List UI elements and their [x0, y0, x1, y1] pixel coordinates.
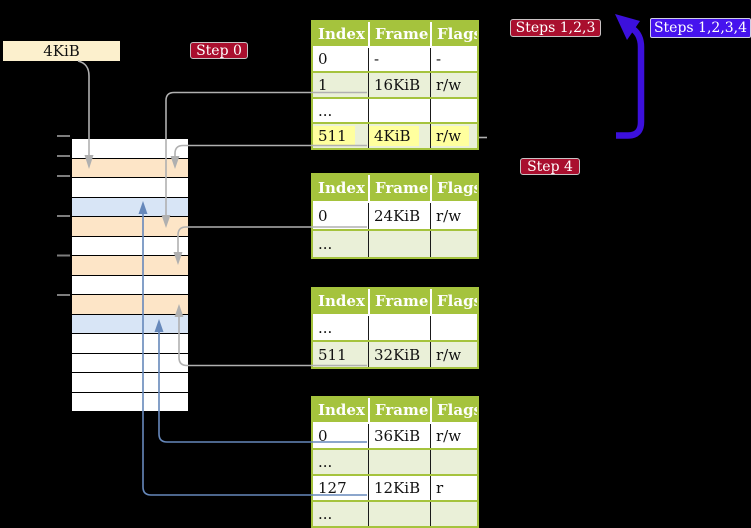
- table-header-cell: Frame: [368, 289, 430, 314]
- steps1234-badge: Steps 1,2,3,4: [650, 18, 751, 38]
- recursive-loop-arrowhead: [615, 14, 640, 40]
- page-table-level2: Index Frame Flags ... 511 32KiB r/w: [311, 287, 479, 369]
- table-cell: r: [430, 476, 477, 500]
- memory-frame-free: [72, 333, 188, 353]
- table-cell: 4KiB: [368, 124, 430, 148]
- memory-frame-free: [72, 177, 188, 197]
- memory-frame-table: [72, 294, 188, 314]
- memory-frame-table: [72, 216, 188, 236]
- table-cell: r/w: [430, 424, 477, 448]
- table-cell: 32KiB: [368, 342, 430, 368]
- table-row: 127 12KiB r: [313, 474, 477, 500]
- table-row: ...: [313, 313, 477, 341]
- memory-frame-page: [72, 196, 188, 216]
- table-cell: [368, 98, 430, 123]
- table-cell: [430, 231, 477, 257]
- highlighted-value: r/w: [431, 126, 470, 147]
- table-header-cell: Frame: [368, 398, 430, 422]
- table-cell: [368, 315, 430, 341]
- table-cell: -: [430, 47, 477, 72]
- table-cell: ...: [318, 453, 333, 471]
- page-table-level4: Index Frame Flags 0 - - 1 16KiB r/w ... …: [311, 20, 479, 150]
- memory-frame-free: [72, 139, 188, 158]
- table-row: ...: [313, 96, 477, 123]
- step0-badge: Step 0: [190, 42, 248, 59]
- table-cell: 0: [318, 427, 328, 445]
- table-cell: 0: [318, 207, 328, 225]
- table-row: 511 32KiB r/w: [313, 340, 477, 368]
- table-cell: 0: [318, 50, 328, 69]
- table-cell: -: [368, 47, 430, 72]
- table-cell: 12KiB: [368, 476, 430, 500]
- table-cell: 511: [313, 124, 368, 148]
- table-row: ...: [313, 500, 477, 526]
- table-cell: ...: [318, 505, 333, 523]
- table-cell: 1: [318, 75, 328, 94]
- table-header-cell: Index: [318, 24, 365, 43]
- highlighted-value: 4KiB: [369, 126, 419, 147]
- page-table-level1: Index Frame Flags 0 36KiB r/w ... 127 12…: [311, 396, 479, 528]
- table-cell: [430, 98, 477, 123]
- table-cell: ...: [318, 235, 333, 253]
- table-header-row: Index Frame Flags: [313, 398, 477, 422]
- table-row-highlighted: 511 4KiB r/w: [313, 122, 477, 148]
- table-cell: r/w: [430, 73, 477, 97]
- memory-frame-table: [72, 255, 188, 275]
- table-cell: [430, 315, 477, 341]
- table-header-cell: Flags: [430, 398, 477, 422]
- frame-size-label: 4KiB: [3, 41, 120, 61]
- table-cell: r/w: [430, 124, 477, 148]
- table-cell: [368, 502, 430, 526]
- table-header-cell: Index: [318, 179, 365, 197]
- memory-frame-free: [72, 274, 188, 294]
- memory-frame-table: [72, 157, 188, 177]
- table-cell: [430, 450, 477, 474]
- page-table-level3: Index Frame Flags 0 24KiB r/w ...: [311, 173, 479, 259]
- table-cell: 36KiB: [368, 424, 430, 448]
- table-cell: [430, 502, 477, 526]
- table-row: 0 - -: [313, 45, 477, 72]
- recursive-loop-arrow: [616, 26, 645, 139]
- table-cell: 511: [318, 345, 347, 364]
- table-cell: r/w: [430, 203, 477, 229]
- table-cell: ...: [318, 101, 333, 120]
- table-cell: [368, 450, 430, 474]
- table-header-cell: Flags: [430, 22, 477, 46]
- table-header-cell: Frame: [368, 22, 430, 46]
- table-header-row: Index Frame Flags: [313, 289, 477, 314]
- table-header-row: Index Frame Flags: [313, 22, 477, 46]
- table-row: ...: [313, 448, 477, 474]
- table-cell: 16KiB: [368, 73, 430, 97]
- memory-address-ticks: [57, 135, 70, 296]
- steps123-badge: Steps 1,2,3: [510, 19, 601, 37]
- memory-frame-page: [72, 313, 188, 333]
- highlighted-value: 511: [313, 126, 355, 147]
- memory-frame-free: [72, 235, 188, 255]
- table-row: 0 36KiB r/w: [313, 422, 477, 448]
- table-cell: 24KiB: [368, 203, 430, 229]
- memory-frame-free: [72, 372, 188, 392]
- table-header-cell: Index: [318, 292, 365, 311]
- memory-frame-free: [72, 391, 188, 411]
- table-cell: [368, 231, 430, 257]
- table-row: 1 16KiB r/w: [313, 71, 477, 97]
- table-header-cell: Index: [318, 401, 365, 419]
- table-cell: r/w: [430, 342, 477, 368]
- table-header-cell: Flags: [430, 289, 477, 314]
- table-cell: 127: [318, 479, 347, 497]
- table-row: ...: [313, 229, 477, 257]
- table-header-row: Index Frame Flags: [313, 175, 477, 201]
- memory-frame-free: [72, 352, 188, 372]
- table-header-cell: Flags: [430, 175, 477, 201]
- table-row: 0 24KiB r/w: [313, 201, 477, 229]
- table-header-cell: Frame: [368, 175, 430, 201]
- physical-memory-column: [70, 137, 190, 413]
- table-cell: ...: [318, 319, 333, 337]
- step4-badge: Step 4: [520, 158, 580, 175]
